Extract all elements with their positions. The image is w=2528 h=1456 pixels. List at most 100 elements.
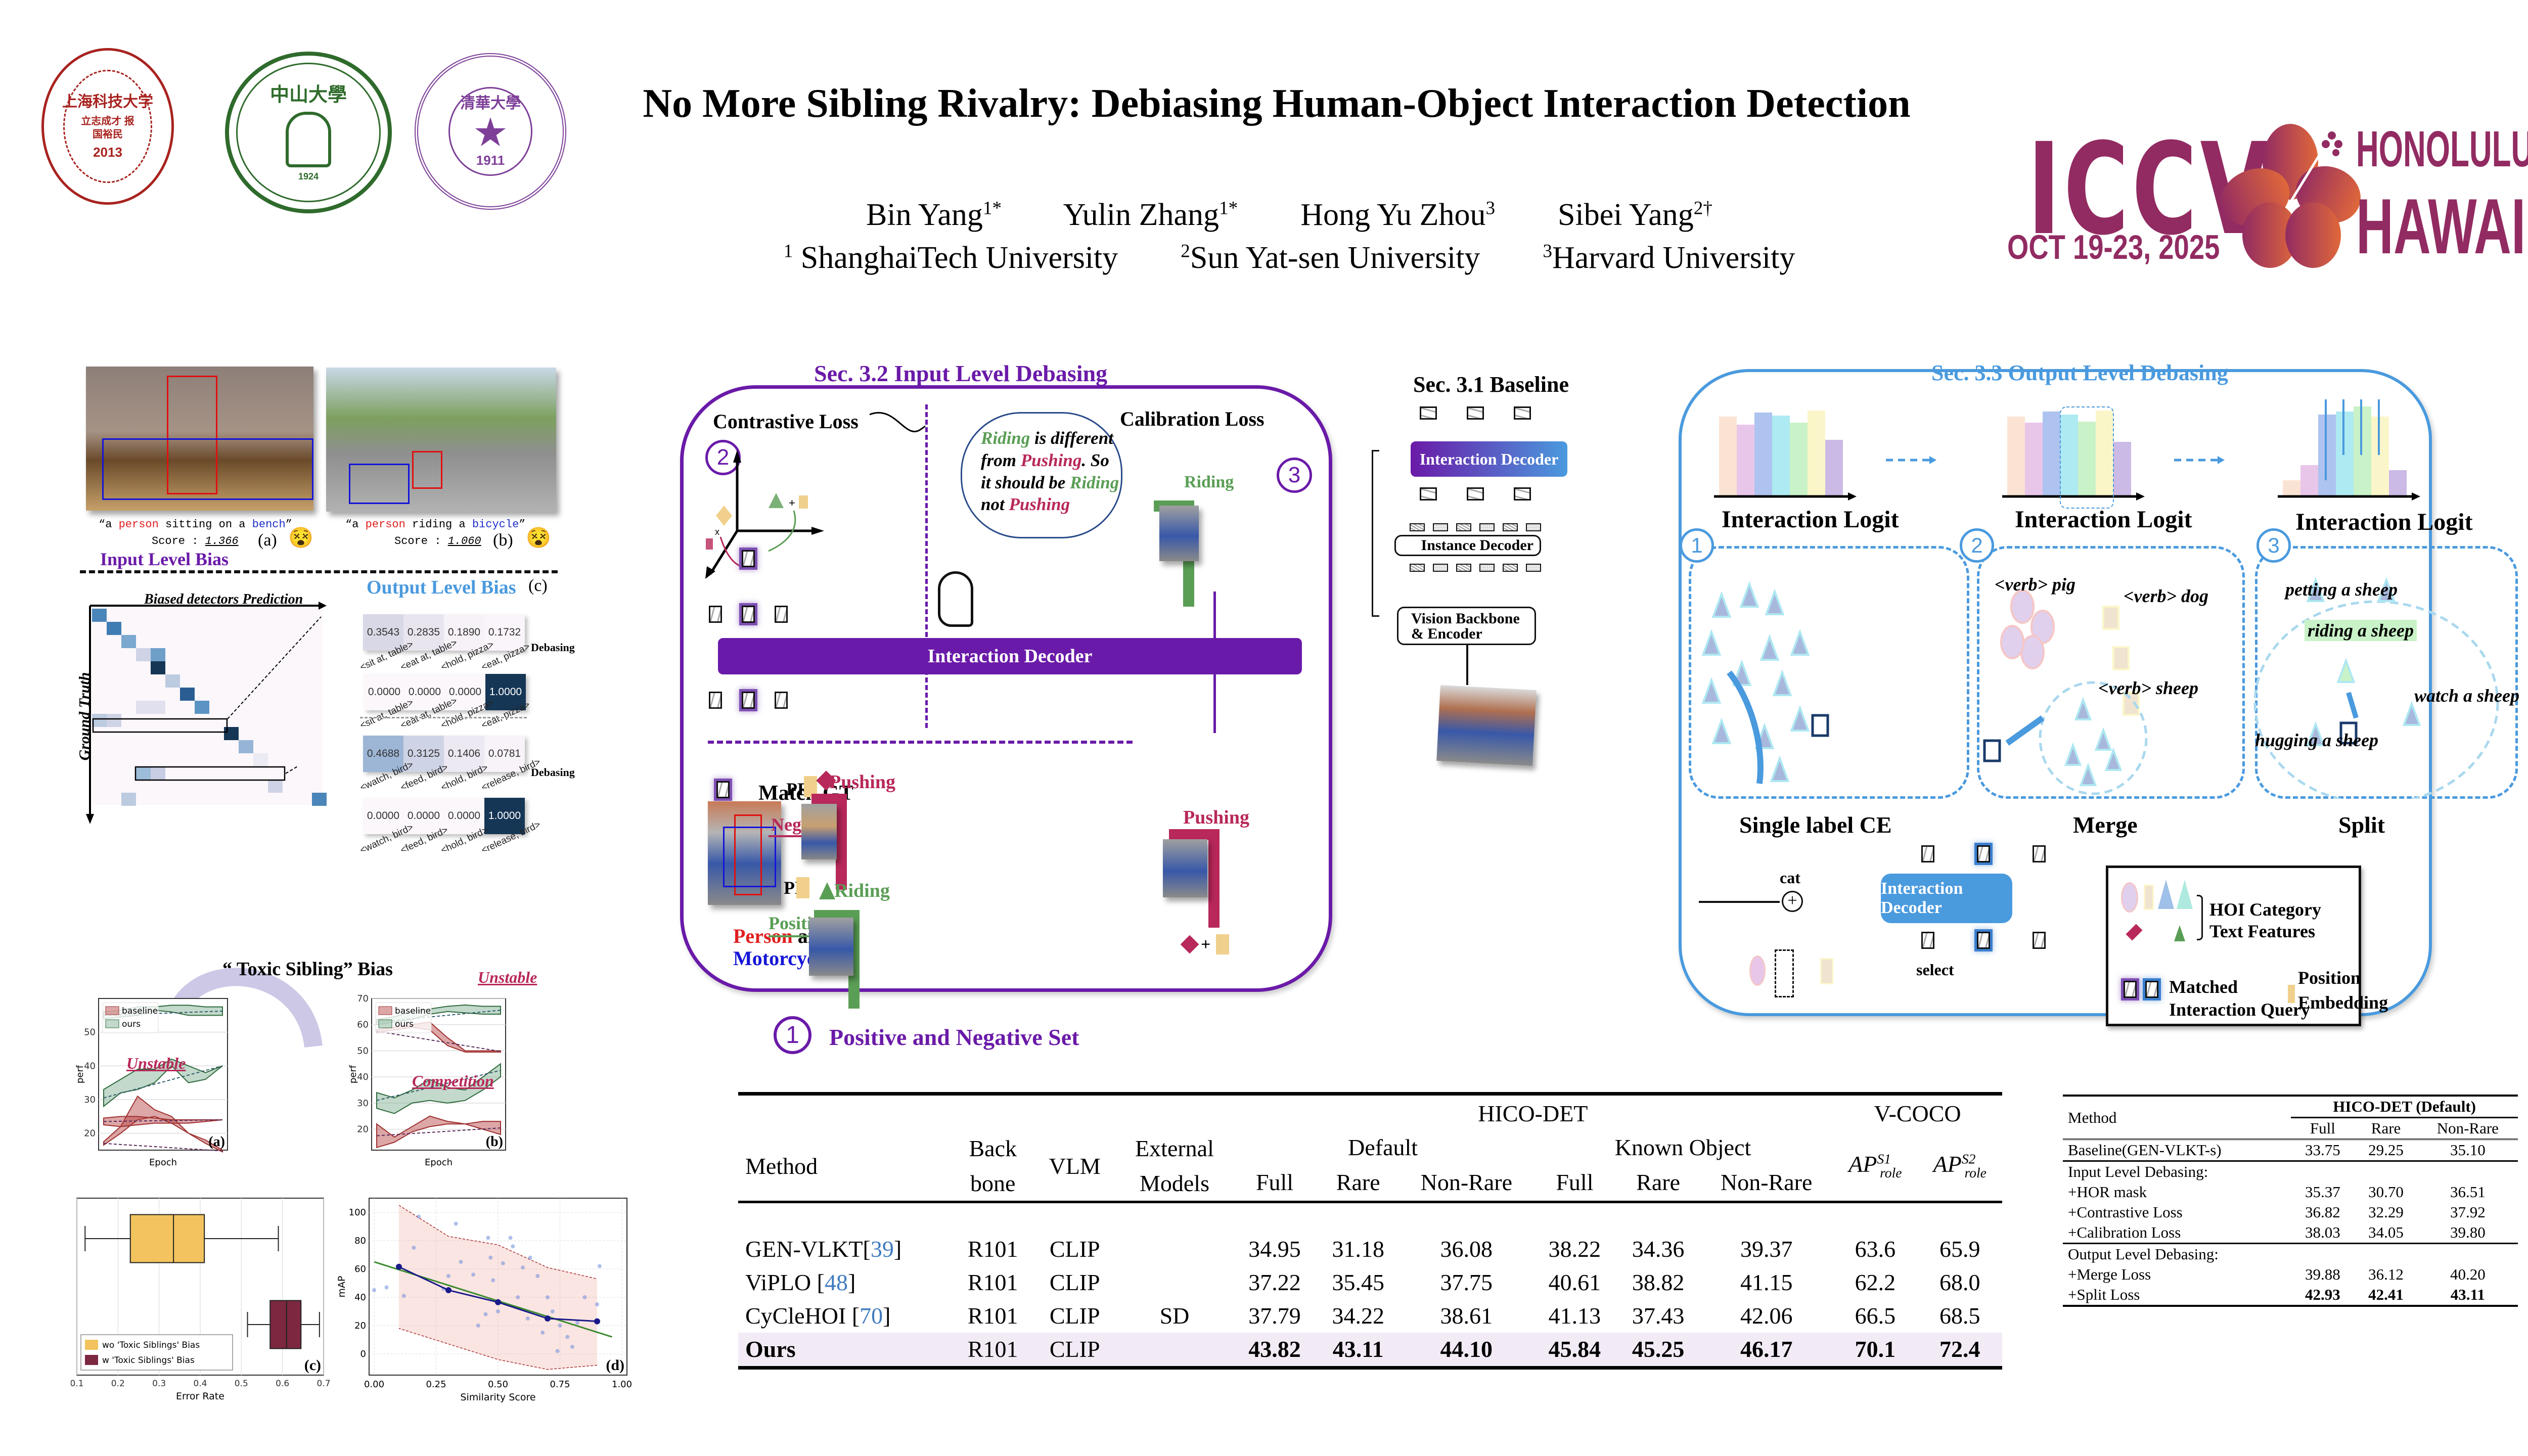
divider [360,717,527,718]
value-cell: 37.43 [1632,1303,1685,1329]
value-cell: 62.2 [1855,1269,1896,1295]
y-tick-label: 60 [357,1020,369,1030]
select-label: select [1916,961,1954,979]
axis-arrowhead [1848,492,1857,500]
heatmap-cell [136,701,151,714]
pig-feature-ellipse [2000,625,2024,659]
logit-bar [2283,480,2300,495]
hico-det-header: HICO-DET [1478,1100,1588,1126]
col-method: Method [745,1153,818,1179]
triangle-feature-icon [2158,880,2174,909]
caption-b: “a person riding a bicycle” [345,518,526,531]
author: Hong Yu Zhou3 [1300,198,1496,232]
sheep-cluster [2253,600,2499,799]
text-feature-triangle [1739,581,1759,608]
col-nonrare: Non-Rare [1721,1169,1813,1196]
contrastive-loss-label: Contrastive Loss [713,410,859,433]
split-label-riding: riding a sheep [2305,620,2417,641]
cat-label: cat [1780,869,1800,887]
axis-arrowhead [2412,492,2420,500]
text-feature-triangle [2306,577,2325,602]
value-cell: 68.5 [1939,1303,1980,1329]
heatmap-cell [195,701,209,714]
external-cell [1116,1266,1233,1299]
unstable-annotation: Unstable [478,968,537,986]
tsinghua-logo: 清華大學 ★ 1911 [415,53,566,210]
text-feature-triangle [1765,588,1785,615]
scatter-point [508,1236,513,1240]
divider [80,570,558,573]
text-feature-triangle [2064,742,2082,766]
bias-cell: 0.0000 [363,798,403,834]
bias-cell: 0.1732 [484,614,525,651]
dog-feature-square [2112,646,2130,670]
split-label-petting: petting a sheep [2285,579,2398,600]
object-query-icon [1526,564,1541,572]
backbone-cell: R101 [952,1332,1033,1366]
query-icon [2033,932,2046,949]
x-tick-label: 0.25 [426,1379,446,1390]
output-debiasing-panel [1679,369,2432,1016]
scatter-point [546,1295,550,1299]
text-feature-triangle [1790,629,1810,656]
object-query-icon [1526,523,1541,531]
upward-arrow [1466,645,1468,685]
scatter-point [501,1261,505,1265]
heatmap-cell [107,714,121,727]
match-gt-photo [708,801,781,905]
bias-cell: 0.3125 [403,736,444,772]
subway-bench-photo [86,367,313,511]
interaction-decoder-block: Interaction Decoder [718,638,1302,674]
matched-query-box [2339,721,2358,745]
value-cell: 36.08 [1440,1236,1493,1262]
legend-frame [80,1334,233,1371]
calibration-loss-label: Calibration Loss [1120,407,1265,430]
pushing-frame [811,794,847,890]
legend-swatch [85,1340,98,1350]
scatter-point [372,1288,376,1292]
col-ap-s2: APS2role [1933,1151,1987,1180]
scatter-point [575,1321,579,1325]
heatmap-cell [253,753,268,766]
value-cell: 66.5 [1855,1303,1896,1329]
logit-bar [2371,417,2389,495]
bias-cell: 0.2835 [403,614,444,651]
stage-label-single: Single label CE [1739,812,1892,838]
iccv-dates: OCT 19-23, 2025 [2007,228,2220,266]
y-tick-label: 30 [357,1098,369,1109]
logit-bar [2300,465,2318,495]
affiliation: 1 ShanghaiTech University [783,241,1118,275]
logit-bar [2336,412,2354,495]
position-embedding-icon [796,877,809,898]
x-axis-label: Similarity Score [460,1392,535,1403]
logit-bar [1754,413,1772,495]
binned-mean-point [396,1263,402,1270]
stage-label-merge: Merge [2073,812,2138,838]
value-cell: 45.25 [1616,1332,1700,1366]
panel-tag-b: (b) [493,531,513,550]
upward-arrow [1213,592,1216,733]
query-icon [709,692,722,709]
matched-query-icon [2124,981,2137,998]
heatmap-cell [180,688,195,701]
trend-line [103,1119,223,1122]
unstable-annotation: Unstable [126,1054,186,1072]
output-level-bias-title: Output Level Bias [367,577,516,598]
backbone-cell: R101 [967,1269,1018,1295]
pushing-label: Pushing [829,771,895,793]
embedding-clusters [1701,577,2499,799]
legend-label: wo 'Toxic Siblings' Bias [102,1340,200,1350]
text-feature-triangle [1772,669,1792,696]
query-icon [1420,487,1437,500]
split-label-hugging: hugging a sheep [2255,730,2379,750]
positive-arrow [769,935,809,937]
scatter-point [555,1349,560,1353]
split-arrow [2346,692,2359,719]
text-feature-triangle [2402,701,2421,726]
